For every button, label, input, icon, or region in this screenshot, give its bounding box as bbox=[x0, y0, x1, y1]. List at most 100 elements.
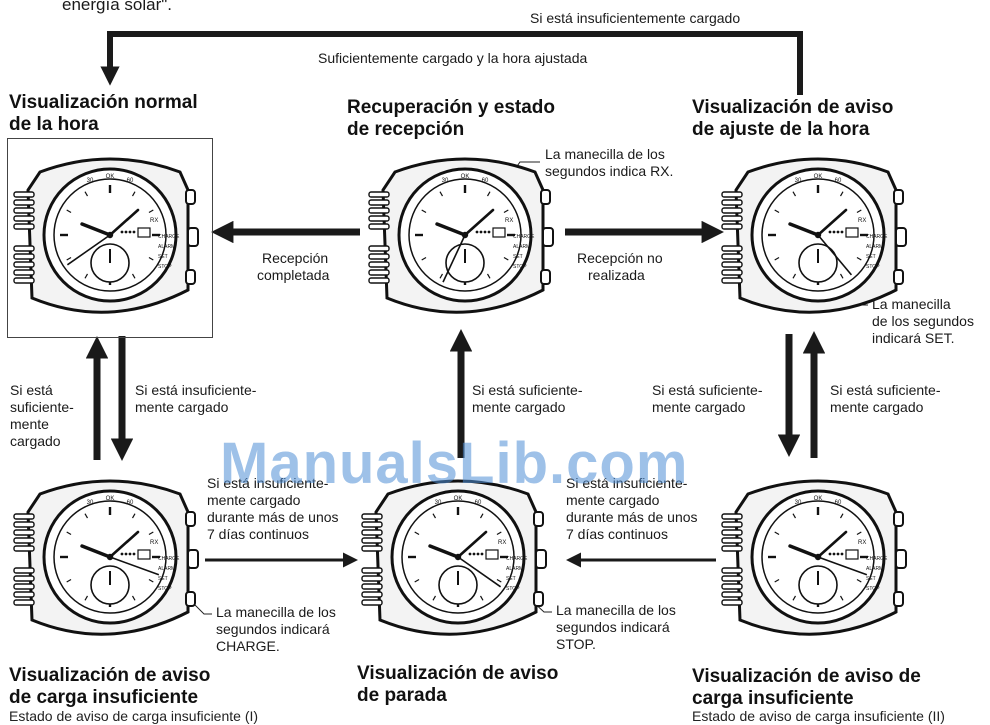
vent-slot bbox=[361, 529, 383, 536]
label-reception-not-done-1: Recepción no bbox=[577, 250, 663, 266]
hour-marker bbox=[486, 273, 491, 279]
callout-set-2: de los segundos bbox=[872, 313, 974, 329]
pusher-button bbox=[540, 189, 551, 205]
pusher-button bbox=[533, 511, 544, 527]
bezel-marker-text: 30 bbox=[435, 500, 442, 506]
subtitle-low-charge-1: Estado de aviso de carga insuficiente (I… bbox=[9, 708, 259, 724]
label-bottom-left-1: Si está insuficiente- bbox=[207, 475, 329, 491]
hour-marker bbox=[66, 578, 72, 583]
dial-function-label: CHARGE bbox=[866, 556, 888, 562]
date-window bbox=[485, 549, 499, 560]
label-left-up-4: cargado bbox=[10, 433, 61, 449]
title-time-set-2: de ajuste de la hora bbox=[692, 119, 870, 140]
mode-dot bbox=[468, 552, 472, 556]
mode-dot bbox=[840, 552, 844, 556]
vent-slot bbox=[13, 583, 35, 590]
pusher-button bbox=[533, 591, 544, 607]
date-window bbox=[137, 227, 151, 238]
crown bbox=[187, 227, 199, 247]
hour-marker bbox=[148, 531, 154, 536]
mode-dot bbox=[120, 230, 124, 234]
label-bottom-right-3: durante más de unos bbox=[566, 509, 698, 525]
crown bbox=[187, 549, 199, 569]
vent-slot bbox=[13, 591, 35, 598]
bezel-marker-text: 30 bbox=[795, 178, 802, 184]
hour-marker bbox=[66, 256, 72, 261]
callout-charge-3: CHARGE. bbox=[216, 638, 280, 654]
dial-function-label: STOP bbox=[513, 264, 527, 270]
minute-hand bbox=[456, 530, 488, 559]
hour-hand bbox=[788, 222, 820, 237]
bezel-marker-text: OK bbox=[814, 496, 823, 502]
pusher-button bbox=[185, 269, 196, 285]
vent-slot bbox=[361, 521, 383, 528]
mode-dot bbox=[483, 230, 487, 234]
title-low-charge-1-2: de carga insuficiente bbox=[9, 687, 199, 708]
dial-function-label: STOP bbox=[158, 586, 172, 592]
hour-marker bbox=[486, 191, 491, 197]
vent-slot bbox=[721, 599, 743, 606]
label-left-up-3: mente bbox=[10, 416, 49, 432]
hour-marker bbox=[84, 513, 89, 519]
hand-pivot bbox=[106, 553, 114, 561]
vent-slot bbox=[721, 191, 743, 198]
label-bottom-left-4: 7 días continuos bbox=[207, 526, 309, 542]
title-low-charge-2-2: carga insuficiente bbox=[692, 688, 854, 709]
label-bottom-right-4: 7 días continuos bbox=[566, 526, 668, 542]
hour-marker bbox=[84, 191, 89, 197]
vent-slot bbox=[13, 599, 35, 606]
vent-slot bbox=[361, 513, 383, 520]
label-right-up-1: Si está suficiente- bbox=[830, 382, 941, 398]
second-hand bbox=[457, 556, 502, 588]
vent-slot bbox=[13, 207, 35, 214]
bezel-marker-text: 30 bbox=[87, 500, 94, 506]
callout-stop-1: La manecilla de los bbox=[556, 602, 676, 618]
bezel-marker-text: 30 bbox=[795, 500, 802, 506]
dial-function-label: STOP bbox=[866, 586, 880, 592]
vent-slot bbox=[361, 575, 383, 582]
label-center-up-1: Si está suficiente- bbox=[472, 382, 583, 398]
hour-marker bbox=[421, 256, 427, 261]
crown-label: RX bbox=[150, 540, 158, 546]
crown-label: RX bbox=[858, 540, 866, 546]
hour-marker bbox=[84, 273, 89, 279]
label-right-down-2: mente cargado bbox=[652, 399, 746, 415]
crown bbox=[895, 227, 907, 247]
hour-marker bbox=[131, 273, 136, 279]
mode-dot bbox=[472, 552, 476, 556]
vent-slot bbox=[368, 215, 390, 222]
hour-marker bbox=[148, 209, 154, 214]
pusher-button bbox=[185, 511, 196, 527]
dial-function-label: ALARM bbox=[866, 566, 883, 572]
mode-dot bbox=[836, 230, 840, 234]
vent-slot bbox=[368, 245, 390, 252]
bezel-marker-text: OK bbox=[106, 496, 115, 502]
hour-marker bbox=[856, 209, 862, 214]
hour-hand bbox=[428, 544, 460, 559]
hour-marker bbox=[856, 256, 862, 261]
hour-marker bbox=[792, 273, 797, 279]
top-loop-arrow bbox=[100, 31, 803, 95]
vent-slot bbox=[13, 545, 35, 552]
hour-marker bbox=[148, 578, 154, 583]
mode-dot bbox=[479, 230, 483, 234]
hour-marker bbox=[421, 209, 427, 214]
vent-slot bbox=[721, 215, 743, 222]
callout-set-3: indicará SET. bbox=[872, 330, 955, 346]
hour-marker bbox=[432, 513, 437, 519]
label-right-up-2: mente cargado bbox=[830, 399, 924, 415]
bezel-marker-text: OK bbox=[106, 174, 115, 180]
hour-marker bbox=[66, 209, 72, 214]
hour-marker bbox=[774, 531, 780, 536]
hour-marker bbox=[503, 256, 509, 261]
bezel-marker-text: 60 bbox=[482, 178, 489, 184]
top-fragment: energía solar". bbox=[62, 0, 172, 14]
mode-dot bbox=[832, 552, 836, 556]
